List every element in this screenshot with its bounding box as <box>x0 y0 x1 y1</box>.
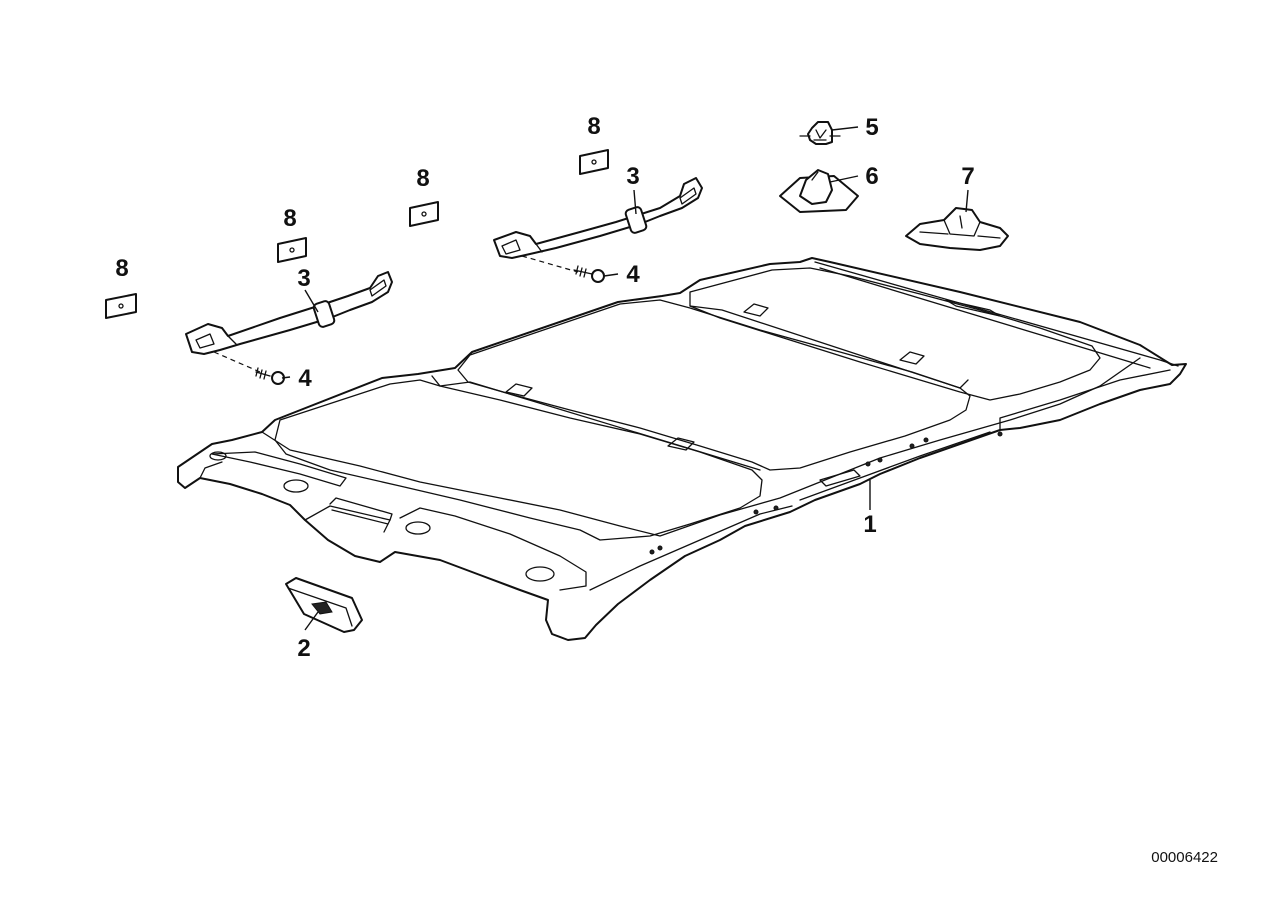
clip-part <box>799 121 841 145</box>
handle-left-part <box>185 271 393 355</box>
callout-headliner: 1 <box>863 511 876 538</box>
callout-pad-3: 8 <box>416 165 429 192</box>
pad-1-part <box>105 293 137 319</box>
diagram-id-number: 00006422 <box>1151 849 1218 866</box>
pad-4-part <box>579 149 609 175</box>
callout-screw-left: 4 <box>298 365 312 392</box>
callout-handle-right: 3 <box>626 163 639 190</box>
callout-bracket: 6 <box>865 163 878 190</box>
callout-cap: 7 <box>961 163 974 190</box>
bracket-part <box>779 169 859 213</box>
pad-3-part <box>409 201 439 227</box>
pad-2-part <box>277 237 307 263</box>
callout-pad-1: 8 <box>115 255 128 282</box>
screw-right-part <box>521 255 605 283</box>
callout-screw-right: 4 <box>626 261 640 288</box>
cover-part <box>285 577 363 633</box>
cap-part <box>905 207 1009 251</box>
callout-pad-4: 8 <box>587 113 600 140</box>
handle-right-part <box>493 177 703 259</box>
callout-clip: 5 <box>865 114 878 141</box>
leader-lines <box>281 126 969 631</box>
callout-pad-2: 8 <box>283 205 296 232</box>
callout-cover: 2 <box>297 635 310 662</box>
headliner-part <box>177 257 1187 641</box>
callout-handle-left: 3 <box>297 265 310 292</box>
screw-left-part <box>213 351 285 385</box>
